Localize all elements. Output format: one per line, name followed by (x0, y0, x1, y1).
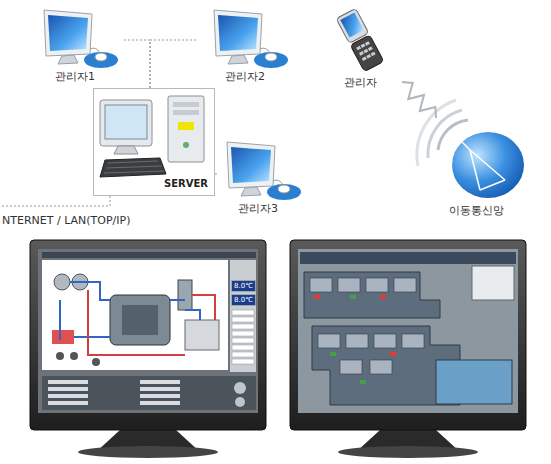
network-line (0, 196, 110, 206)
network-link (124, 40, 150, 88)
temperature-display: 8.0℃ (231, 294, 256, 306)
monitor-icon (214, 10, 288, 68)
node-label: 관리자1 (26, 70, 124, 84)
phone-icon (336, 8, 384, 71)
server-box: SERVER (93, 88, 215, 196)
admin-terminal: 관리자2 (196, 8, 294, 84)
node-label: 관리자 (318, 76, 402, 90)
node-label: 관리자3 (209, 202, 307, 216)
monitor-icon (227, 142, 301, 200)
server-label: SERVER (164, 177, 208, 191)
wireless-link (402, 82, 436, 118)
admin-terminal: 관리자1 (26, 8, 124, 84)
monitor-icon (44, 10, 118, 68)
admin-terminal: 관리자3 (209, 140, 307, 216)
tv-monitor (30, 240, 266, 458)
node-label: 이동통신망 (414, 204, 538, 218)
network-link (150, 40, 196, 88)
network-link (215, 174, 219, 175)
temperature-display: 8.0℃ (231, 280, 256, 292)
dish-icon (417, 100, 524, 198)
network-label: NTERNET / LAN(TOP/IP) (2, 214, 130, 227)
tv-monitor (290, 240, 526, 458)
node-label: 관리자2 (196, 70, 294, 84)
mobile-admin: 관리자 (318, 4, 402, 90)
server-computer (100, 96, 204, 177)
mobile-network: 이동통신망 (414, 118, 538, 218)
